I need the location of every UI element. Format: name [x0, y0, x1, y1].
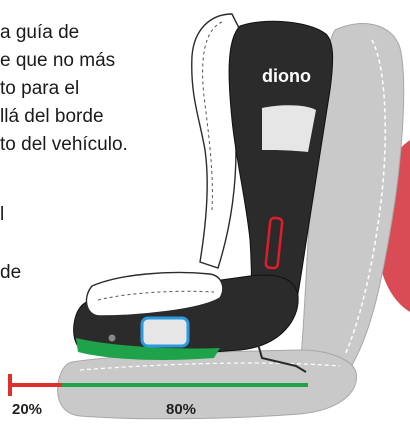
caption-line-6: l: [0, 204, 5, 225]
latch-blue: [140, 316, 190, 348]
caption-line-1: a guía de: [0, 22, 80, 43]
booster-green-strip: [76, 338, 220, 360]
caption-line-4: llá del borde: [0, 106, 104, 127]
caption-line-3: to para el: [0, 78, 80, 99]
brand-logo: diono: [262, 66, 311, 86]
belt-guide-red: [264, 216, 284, 270]
booster-cushion: [85, 271, 224, 317]
caption-line-7: de: [0, 262, 22, 283]
percent-left-label: 20%: [12, 401, 43, 418]
percent-right-label: 80%: [166, 401, 197, 418]
caption-line-5: to del vehículo.: [0, 134, 128, 155]
caption-line-2: e que no más: [0, 50, 116, 71]
